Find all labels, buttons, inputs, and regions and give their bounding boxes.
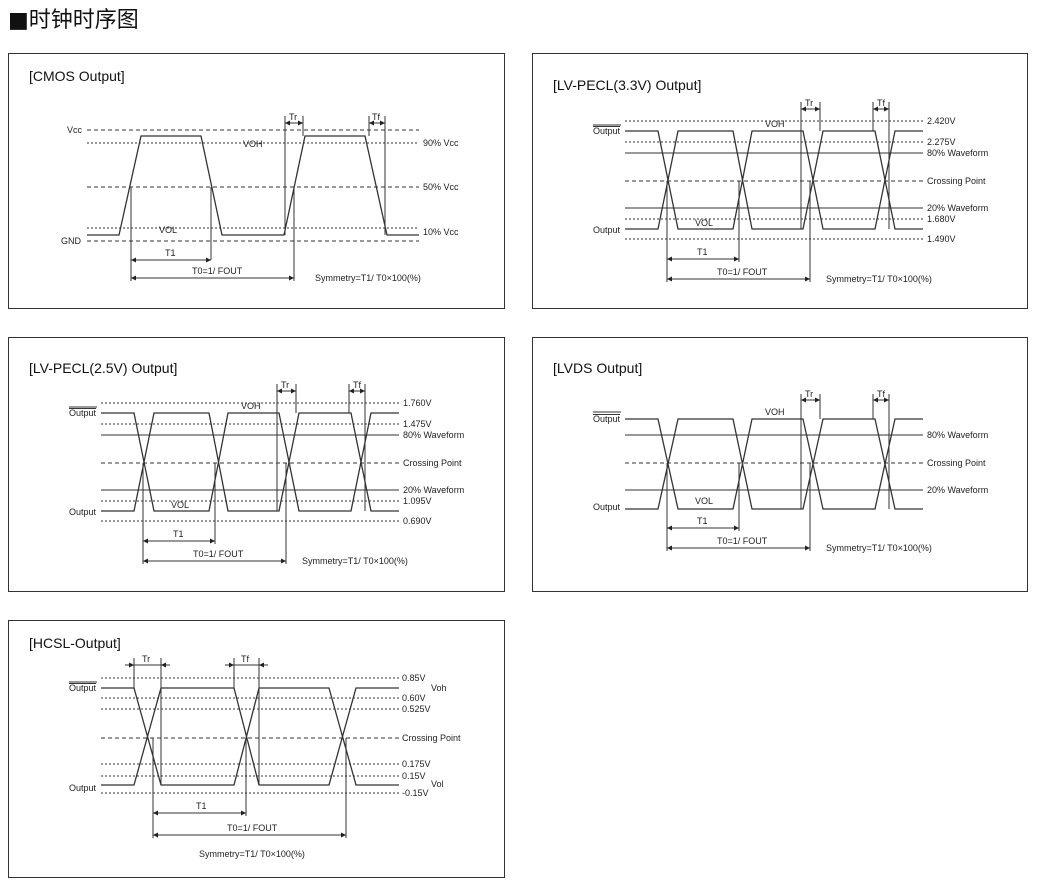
label-tf: Tf	[877, 389, 885, 399]
label-10: 10% Vcc	[423, 227, 459, 237]
label-output-bar: Output	[593, 126, 621, 136]
label-vol: VOL	[695, 496, 713, 506]
label-symmetry: Symmetry=T1/ T0×100(%)	[302, 556, 408, 566]
label-v-bot: 1.490V	[927, 234, 956, 244]
label-w80: 80% Waveform	[403, 430, 464, 440]
label-v6: -0.15V	[402, 788, 429, 798]
label-tf: Tf	[353, 380, 361, 390]
label-v-top: 1.760V	[403, 398, 432, 408]
label-t1: T1	[165, 248, 176, 258]
label-tf: Tf	[877, 98, 885, 108]
label-tf: Tf	[241, 654, 249, 664]
label-voh: VOH	[765, 407, 785, 417]
label-symmetry: Symmetry=T1/ T0×100(%)	[199, 849, 305, 859]
label-vcc: Vcc	[67, 125, 83, 135]
label-output: Output	[593, 502, 621, 512]
label-vol: VOL	[159, 225, 177, 235]
label-50: 50% Vcc	[423, 182, 459, 192]
label-cross: Crossing Point	[402, 733, 461, 743]
panel-title-lvpecl25: [LV-PECL(2.5V) Output]	[29, 360, 178, 376]
label-voh: VOH	[243, 139, 263, 149]
label-w80: 80% Waveform	[927, 430, 988, 440]
lvpecl25-timing-diagram: Output Output VOH VOL 1.760V 1.475V 80% …	[69, 380, 464, 566]
label-output: Output	[69, 783, 97, 793]
label-t0: T0=1/ FOUT	[193, 549, 244, 559]
label-t0: T0=1/ FOUT	[192, 266, 243, 276]
label-cross: Crossing Point	[403, 458, 462, 468]
label-symmetry: Symmetry=T1/ T0×100(%)	[315, 273, 421, 283]
label-v3: 0.525V	[402, 704, 431, 714]
label-cross: Crossing Point	[927, 176, 986, 186]
panel-cmos: [CMOS Output] Vcc	[8, 53, 505, 309]
lvds-timing-diagram: Output Output VOH VOL 80% Waveform Cross…	[593, 389, 988, 553]
label-symmetry: Symmetry=T1/ T0×100(%)	[826, 543, 932, 553]
lvpecl33-timing-diagram: Output Output VOH VOL 2.420V 2.275V 80% …	[593, 98, 988, 284]
label-voh: VOH	[241, 401, 261, 411]
cmos-waveform	[87, 135, 419, 236]
label-output-bar: Output	[69, 408, 97, 418]
panel-lvds: [LVDS Output] Output	[532, 337, 1028, 592]
panel-lvpecl25: [LV-PECL(2.5V) Output]	[8, 337, 505, 592]
label-voh: VOH	[765, 119, 785, 129]
label-output-bar: Output	[593, 414, 621, 424]
label-w20: 20% Waveform	[927, 485, 988, 495]
label-t0: T0=1/ FOUT	[717, 267, 768, 277]
label-v-top: 2.420V	[927, 116, 956, 126]
label-t0: T0=1/ FOUT	[227, 823, 278, 833]
label-v-hi: 2.275V	[927, 137, 956, 147]
label-90: 90% Vcc	[423, 138, 459, 148]
label-t1: T1	[173, 529, 184, 539]
label-tr: Tr	[805, 98, 813, 108]
label-symmetry: Symmetry=T1/ T0×100(%)	[826, 274, 932, 284]
label-cross: Crossing Point	[927, 458, 986, 468]
label-v2: 0.60V	[402, 693, 426, 703]
panel-title-hcsl: [HCSL-Output]	[29, 635, 121, 651]
panel-title-lvds: [LVDS Output]	[553, 360, 643, 376]
label-tr: Tr	[805, 389, 813, 399]
label-t1: T1	[196, 801, 207, 811]
hcsl-timing-diagram: Output Output 0.85V 0.60V 0.525V Crossin…	[69, 654, 461, 859]
label-v-hi: 1.475V	[403, 419, 432, 429]
label-tr: Tr	[289, 112, 297, 122]
label-v5: 0.15V	[402, 771, 426, 781]
cmos-timing-diagram: Vcc GND VOH VOL 90% Vcc 50% Vcc 10% Vcc …	[61, 112, 459, 283]
label-tr: Tr	[281, 380, 289, 390]
panel-lvpecl33: [LV-PECL(3.3V) Output]	[532, 53, 1028, 309]
label-output: Output	[593, 225, 621, 235]
label-v-lo: 1.095V	[403, 496, 432, 506]
page-title: ■时钟时序图	[8, 8, 139, 33]
label-t1: T1	[697, 516, 708, 526]
label-w80: 80% Waveform	[927, 148, 988, 158]
label-v1: 0.85V	[402, 673, 426, 683]
label-output: Output	[69, 507, 97, 517]
label-vol: VOL	[695, 218, 713, 228]
label-w20: 20% Waveform	[403, 485, 464, 495]
panel-hcsl: [HCSL-Output]	[8, 620, 505, 878]
panel-title-cmos: [CMOS Output]	[29, 68, 125, 84]
label-tr: Tr	[142, 654, 150, 664]
label-tf: Tf	[372, 112, 380, 122]
label-output-bar: Output	[69, 683, 97, 693]
label-v-bot: 0.690V	[403, 516, 432, 526]
label-v4: 0.175V	[402, 759, 431, 769]
label-gnd: GND	[61, 236, 82, 246]
label-w20: 20% Waveform	[927, 203, 988, 213]
label-voh: Voh	[431, 683, 447, 693]
label-t0: T0=1/ FOUT	[717, 536, 768, 546]
label-v-lo: 1.680V	[927, 214, 956, 224]
label-vol: VOL	[171, 500, 189, 510]
label-t1: T1	[697, 247, 708, 257]
label-vol: Vol	[431, 779, 444, 789]
panel-title-lvpecl33: [LV-PECL(3.3V) Output]	[553, 77, 702, 93]
